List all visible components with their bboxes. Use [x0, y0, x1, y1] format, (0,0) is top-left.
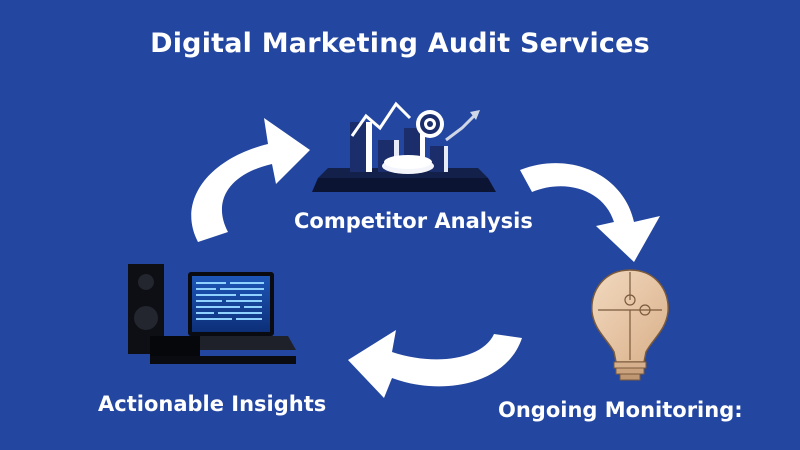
cycle-arrow-to-insights: [348, 330, 522, 398]
laptop-speaker-icon: [128, 264, 296, 364]
node-label-competitor-analysis: Competitor Analysis: [294, 209, 533, 233]
node-label-ongoing-monitoring: Ongoing Monitoring:: [498, 398, 743, 422]
node-label-actionable-insights: Actionable Insights: [98, 392, 327, 416]
bar-chart-target-icon: [312, 101, 496, 192]
cycle-arrow-to-competitor: [191, 118, 310, 242]
cycle-arrow-to-monitoring: [520, 163, 660, 262]
puzzle-lightbulb-icon: [591, 269, 669, 381]
diagram-title: Digital Marketing Audit Services: [150, 28, 650, 59]
